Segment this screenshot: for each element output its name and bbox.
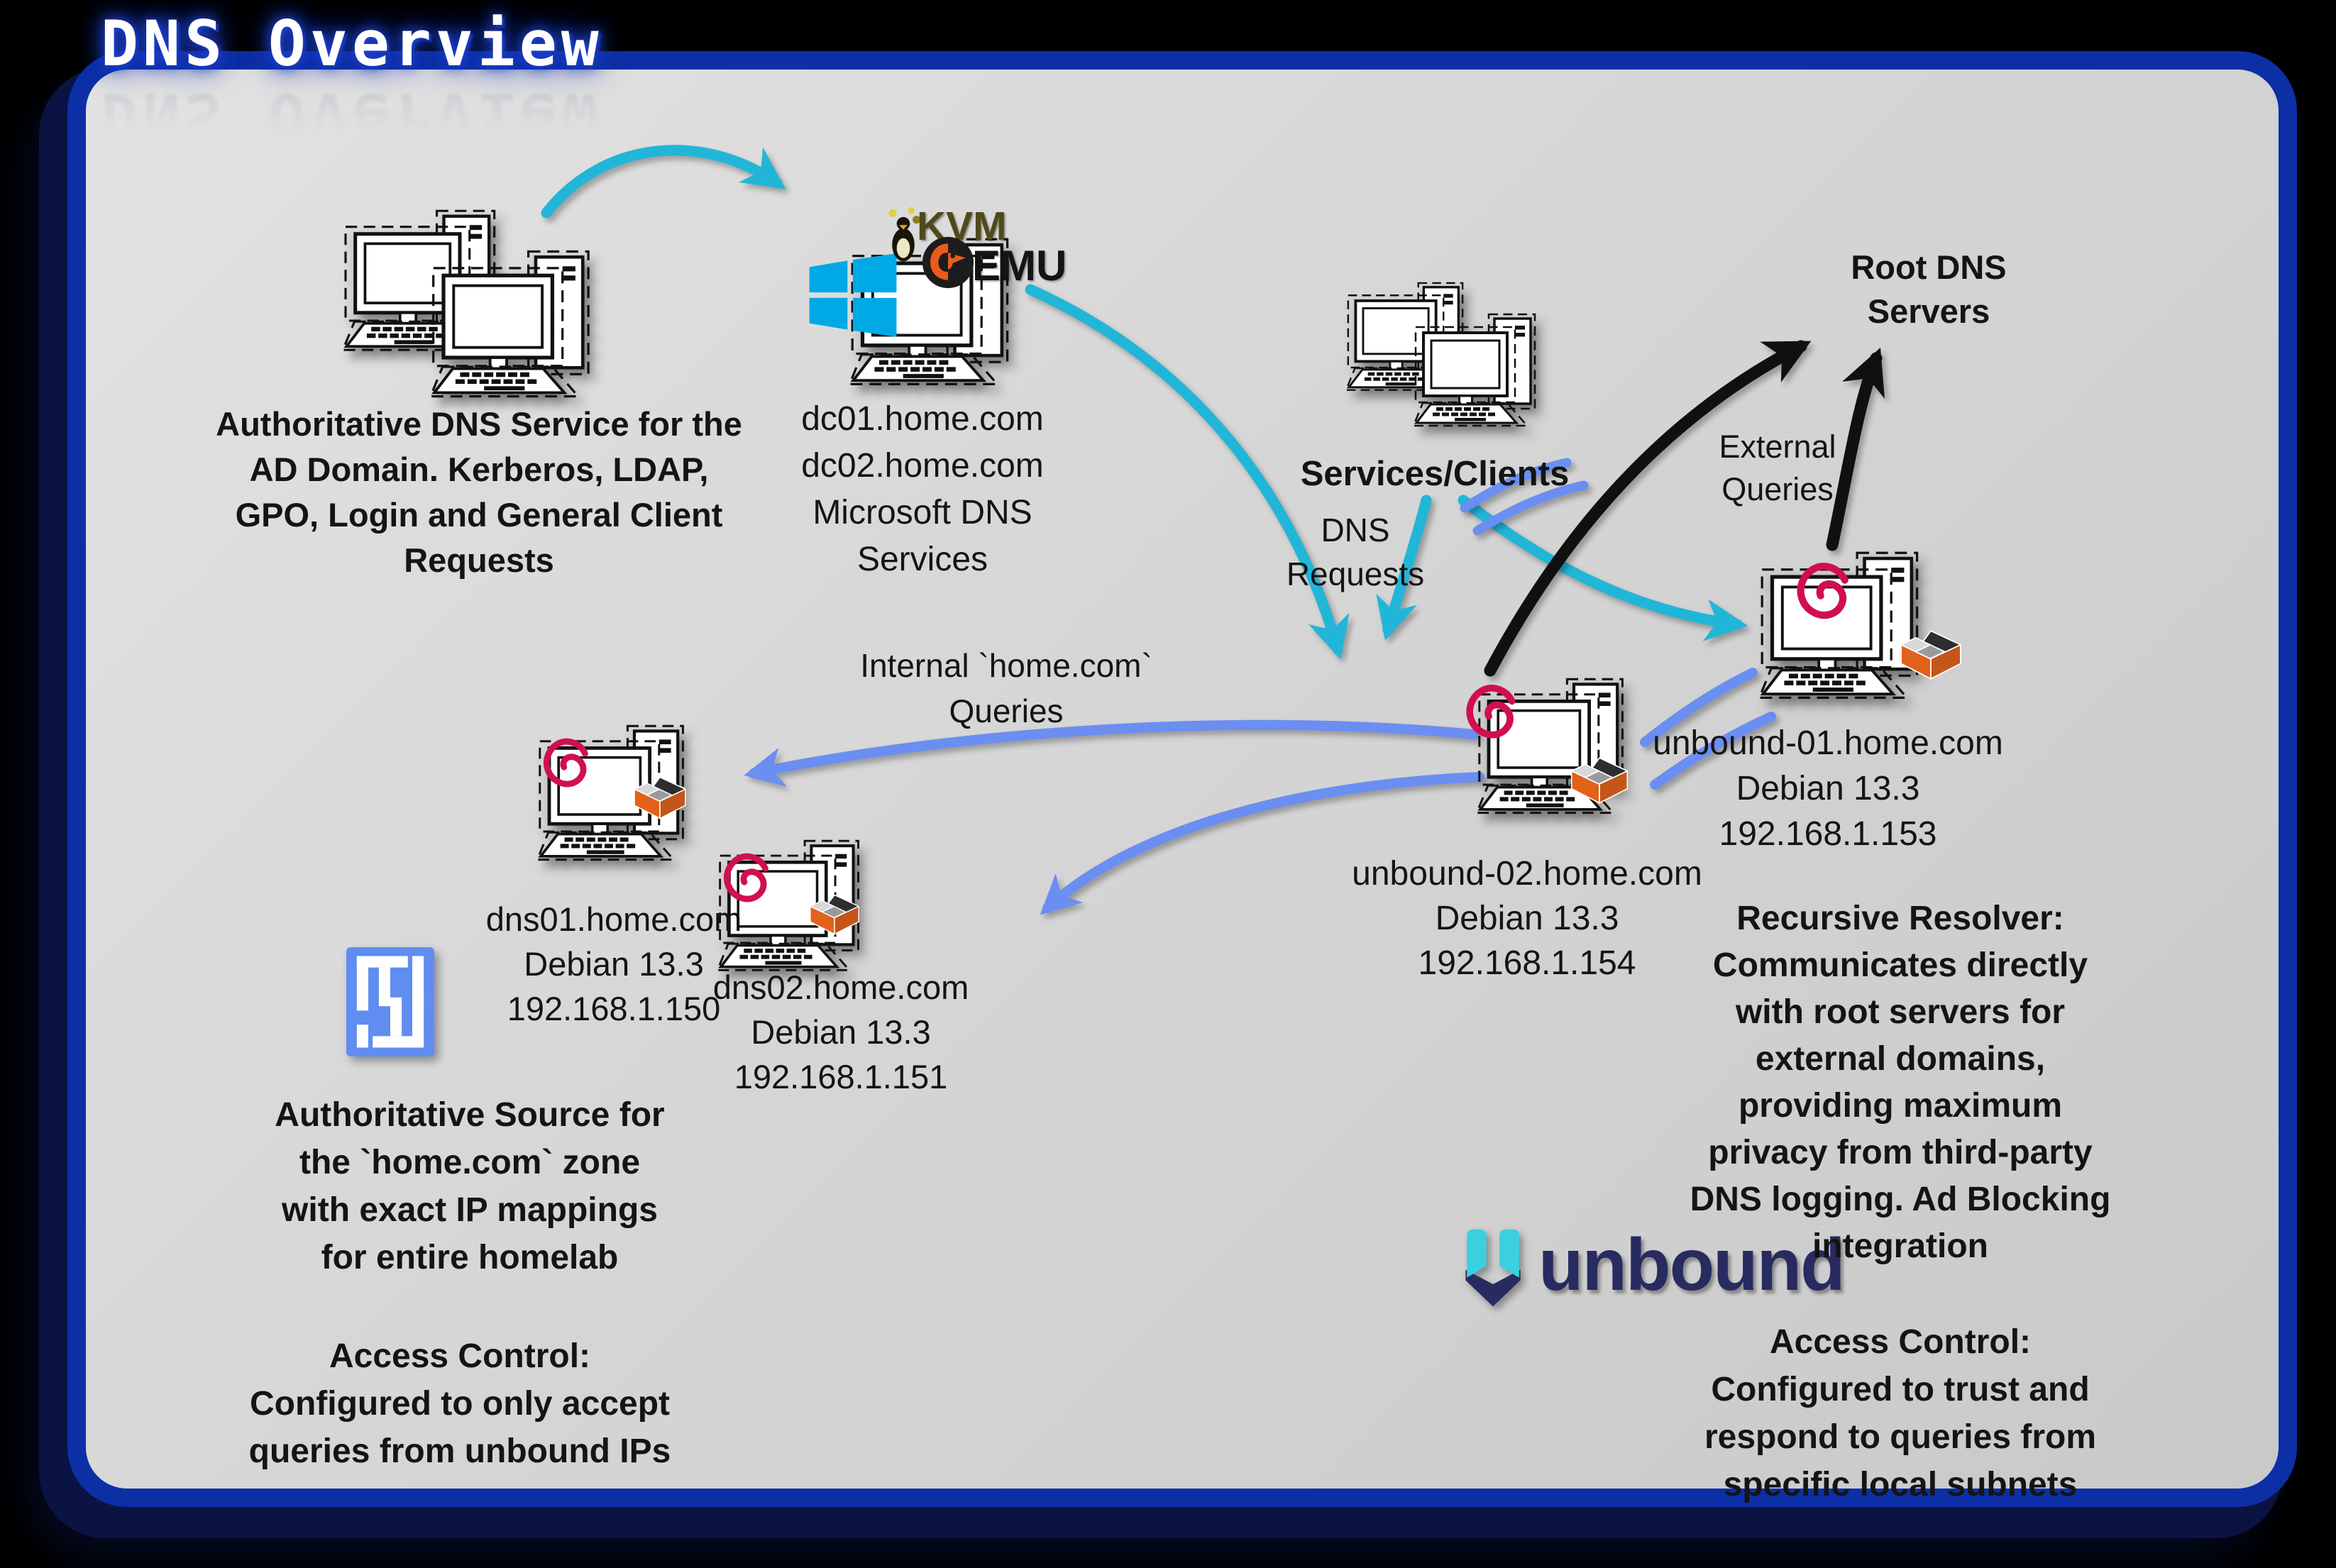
caption-line: Configured to trust and: [1711, 1371, 2090, 1408]
page-title: DNS Overview: [101, 7, 603, 80]
caption-line: Root DNS: [1851, 248, 2007, 286]
caption-line: 192.168.1.154: [1418, 944, 1636, 982]
qemu-label: EMU: [972, 242, 1067, 289]
caption-line: queries from unbound IPs: [248, 1432, 671, 1470]
caption-line: dns02.home.com: [712, 968, 969, 1006]
caption-line: Requests: [404, 541, 554, 579]
caption-line: unbound-02.home.com: [1352, 855, 1702, 893]
unbound01-caption: unbound-01.home.com Debian 13.3 192.168.…: [1629, 721, 2027, 857]
caption-line: dns01.home.com: [485, 900, 742, 938]
debian-logo-icon: [1463, 683, 1526, 745]
caption-line: providing maximum: [1738, 1087, 2063, 1125]
caption-line: respond to queries from: [1704, 1418, 2097, 1456]
caption-line: Authoritative DNS Service for the: [216, 405, 742, 443]
unbound-wordmark: unbound: [1538, 1224, 1846, 1306]
caption-line: DNS logging. Ad Blocking: [1690, 1181, 2111, 1218]
debian-logo-icon: [1794, 561, 1859, 626]
caption-line: Servers: [1867, 292, 1990, 330]
caption-line: Services/Clients: [1300, 455, 1570, 493]
ad-caption: Authoritative DNS Service for the AD Dom…: [153, 402, 805, 583]
caption-line: with root servers for: [1735, 993, 2066, 1031]
lxc-logo-icon: [1900, 630, 1961, 680]
dc-caption: dc01.home.com dc02.home.com Microsoft DN…: [695, 396, 1150, 583]
caption-line: external domains,: [1755, 1040, 2046, 1078]
caption-line: integration: [1812, 1227, 1988, 1265]
root-dns-label: Root DNS Servers: [1794, 245, 2064, 333]
technitium-dns-logo-icon: [346, 947, 434, 1056]
caption-line: Internal `home.com`: [860, 647, 1152, 684]
debian-logo-icon: [541, 736, 597, 793]
lxc-logo-icon: [1570, 757, 1629, 804]
caption-line: Debian 13.3: [1736, 770, 1920, 807]
unbound-logo-icon: [1465, 1229, 1521, 1307]
dns02-caption: dns02.home.com Debian 13.3 192.168.1.151: [671, 965, 1011, 1099]
caption-line: Recursive Resolver:: [1736, 900, 2064, 937]
access-control-right-caption: Access Control: Configured to trust and …: [1666, 1318, 2134, 1508]
caption-line: Debian 13.3: [524, 945, 704, 983]
caption-line: dc02.home.com: [801, 447, 1044, 485]
caption-line: the `home.com` zone: [299, 1144, 641, 1181]
caption-line: Queries: [949, 692, 1064, 729]
caption-line: Authoritative Source for: [275, 1096, 665, 1134]
unbound02-caption: unbound-02.home.com Debian 13.3 192.168.…: [1328, 851, 1726, 985]
caption-line: specific local subnets: [1723, 1466, 2078, 1503]
caption-line: unbound-01.home.com: [1653, 724, 2003, 762]
services-clients-label: Services/Clients: [1250, 454, 1619, 494]
page-title-reflection: DNS Overview: [101, 79, 603, 153]
dns01-caption: dns01.home.com Debian 13.3 192.168.1.150: [443, 897, 784, 1031]
caption-line: Access Control:: [1769, 1323, 2032, 1361]
internal-queries-label: Internal `home.com` Queries: [808, 643, 1205, 734]
caption-line: Services: [856, 541, 988, 578]
caption-line: Microsoft DNS: [812, 494, 1032, 531]
lxc-logo-icon: [810, 894, 859, 935]
caption-line: 192.168.1.150: [507, 990, 721, 1027]
caption-line: privacy from third-party: [1708, 1134, 2093, 1171]
recursive-resolver-caption: Recursive Resolver: Communicates directl…: [1673, 895, 2127, 1270]
access-control-left-caption: Access Control: Configured to only accep…: [226, 1332, 694, 1475]
caption-line: 192.168.1.151: [734, 1058, 948, 1095]
lxc-logo-icon: [634, 776, 686, 819]
caption-line: Configured to only accept: [249, 1385, 671, 1423]
qemu-logo-icon: [922, 236, 974, 289]
ad-domain-controllers-icon: [342, 210, 597, 409]
caption-line: dc01.home.com: [801, 400, 1044, 438]
caption-line: Debian 13.3: [751, 1013, 931, 1051]
caption-line: Communicates directly: [1712, 946, 2088, 984]
services-clients-icon: [1345, 282, 1558, 446]
caption-line: 192.168.1.153: [1719, 815, 1937, 853]
caption-line: Queries: [1721, 471, 1834, 507]
caption-line: Access Control:: [329, 1337, 591, 1375]
windows-logo-icon: [809, 253, 897, 337]
external-queries-label: External Queries: [1664, 426, 1891, 511]
dns-requests-label: DNS Requests: [1235, 508, 1476, 596]
caption-line: External: [1719, 429, 1836, 465]
caption-line: with exact IP mappings: [282, 1191, 658, 1229]
caption-line: for entire homelab: [321, 1239, 619, 1276]
caption-line: Requests: [1286, 556, 1425, 592]
caption-line: Debian 13.3: [1435, 900, 1619, 937]
caption-line: DNS: [1321, 512, 1390, 548]
caption-line: AD Domain. Kerberos, LDAP,: [249, 451, 709, 488]
caption-line: GPO, Login and General Client: [235, 496, 723, 534]
authoritative-source-caption: Authoritative Source for the `home.com` …: [243, 1091, 697, 1281]
